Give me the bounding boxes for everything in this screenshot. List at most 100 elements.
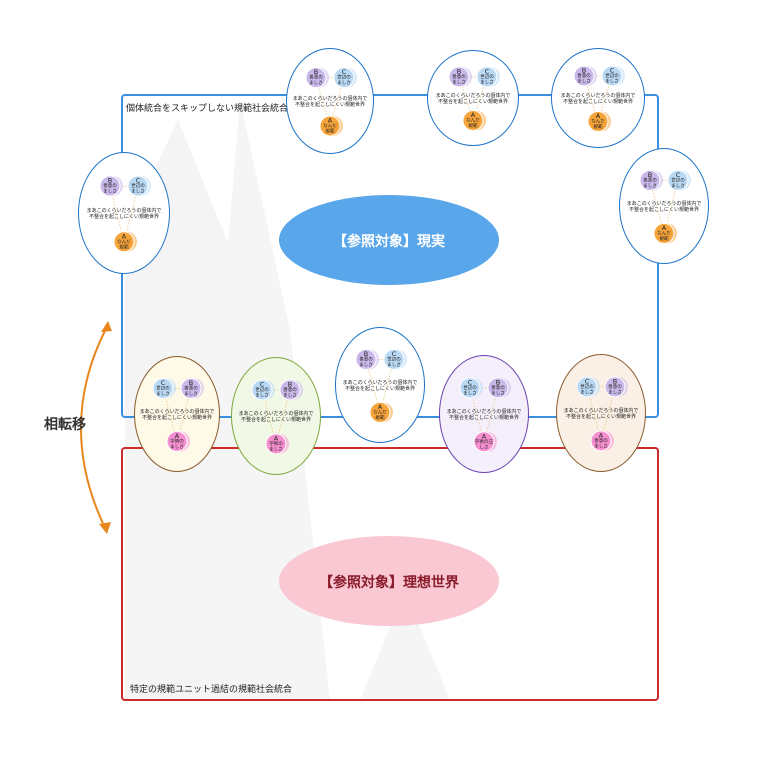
circle-c-text: 世辺のましさ	[480, 73, 494, 86]
unit-description: まあこのくらいだろうの個体内で不整合を起こしにくい規範世界	[293, 95, 368, 108]
circle-b-letter: B	[496, 378, 500, 386]
circle-a-letter: A	[596, 112, 601, 120]
circle-b-text: 善意のましさ	[309, 74, 323, 87]
circle-c-text: 世辺のましさ	[605, 72, 619, 85]
circle-c-letter: C	[485, 67, 490, 75]
circle-b-text: 善意のましさ	[491, 384, 505, 397]
ideal-ellipse	[279, 536, 499, 626]
circle-a-text: なんだ規範	[323, 122, 337, 135]
reality-ellipse	[279, 195, 499, 285]
phase-transition-label: 相転移	[44, 417, 86, 433]
circle-b-letter: B	[108, 177, 112, 185]
reality-label: 【参照対象】現実	[333, 234, 445, 250]
circle-a-letter: A	[482, 432, 487, 440]
circle-c-letter: C	[468, 378, 473, 386]
circle-a-text: 善意のましさ	[594, 437, 608, 450]
circle-c-text: 世辺のましさ	[463, 384, 477, 397]
circle-b-letter: B	[288, 380, 292, 388]
circle-a-text: なんだ規範	[591, 118, 605, 131]
circle-a-letter: A	[175, 432, 180, 440]
unit-description: まあこのくらいだろうの個体内で不整合を起こしにくい規範世界	[561, 92, 636, 105]
unit-description: まあこのくらいだろうの個体内で不整合を起こしにくい規範世界	[564, 407, 639, 420]
circle-c-letter: C	[610, 66, 615, 74]
relation-triangle	[469, 387, 499, 444]
phase-transition-arrow	[80, 324, 109, 531]
relation-triangle	[586, 386, 616, 443]
circle-b-letter: B	[457, 67, 461, 75]
circle-c-letter: C	[342, 68, 347, 76]
circle-b-text: 善意のましさ	[608, 383, 622, 396]
circle-a-text: 学術のましさ	[170, 437, 184, 450]
circle-b-text: 善意のましさ	[577, 72, 591, 85]
circle-b-text: 善意のましさ	[643, 176, 657, 189]
circle-c-letter: C	[585, 377, 590, 385]
lower-region-label: 特定の規範ユニット過結の規範社会統合	[130, 685, 293, 695]
circle-b-letter: B	[314, 68, 318, 76]
circle-c-letter: C	[136, 177, 141, 185]
circle-c-letter: C	[392, 350, 397, 358]
unit-description: まあこのくらいだろうの個体内で不整合を起こしにくい規範世界	[447, 408, 522, 421]
relation-triangle	[649, 180, 679, 235]
circle-a-letter: A	[122, 232, 127, 240]
circle-a-text: なんだ規範	[466, 117, 480, 130]
lower-region-frame	[121, 447, 659, 701]
circle-b-text: 善意のましさ	[359, 355, 373, 368]
unit-description: まあこのくらいだろうの個体内で不整合を起こしにくい規範世界	[343, 379, 418, 392]
circle-b-letter: B	[189, 379, 193, 387]
ideal-label: 【参照対象】理想世界	[319, 575, 459, 591]
arrow-head-bottom	[99, 522, 111, 534]
circle-b-letter: B	[364, 350, 368, 358]
circle-a-text: 学術のましさ	[269, 440, 283, 453]
circle-c-text: 世辺のましさ	[387, 355, 401, 368]
circle-b-text: 善意のましさ	[103, 182, 117, 195]
circle-c-text: 世辺のましさ	[580, 383, 594, 396]
circle-c-letter: C	[676, 171, 681, 179]
relation-triangle	[583, 75, 613, 123]
arrow-head-top	[101, 321, 112, 332]
relation-triangle	[365, 359, 395, 414]
circle-b-text: 善意のましさ	[452, 73, 466, 86]
unit-description: まあこのくらいだろうの個体内で不整合を起こしにくい規範世界	[436, 92, 511, 105]
circle-a-letter: A	[662, 224, 667, 232]
relation-triangle	[458, 76, 488, 122]
unit-description: まあこのくらいだろうの個体内で不整合を起こしにくい規範世界	[87, 207, 162, 220]
circle-a-text: なんだ規範	[117, 238, 131, 251]
circle-c-text: 世辺のましさ	[255, 386, 269, 399]
circle-c-letter: C	[260, 380, 265, 388]
circle-a-letter: A	[599, 431, 604, 439]
